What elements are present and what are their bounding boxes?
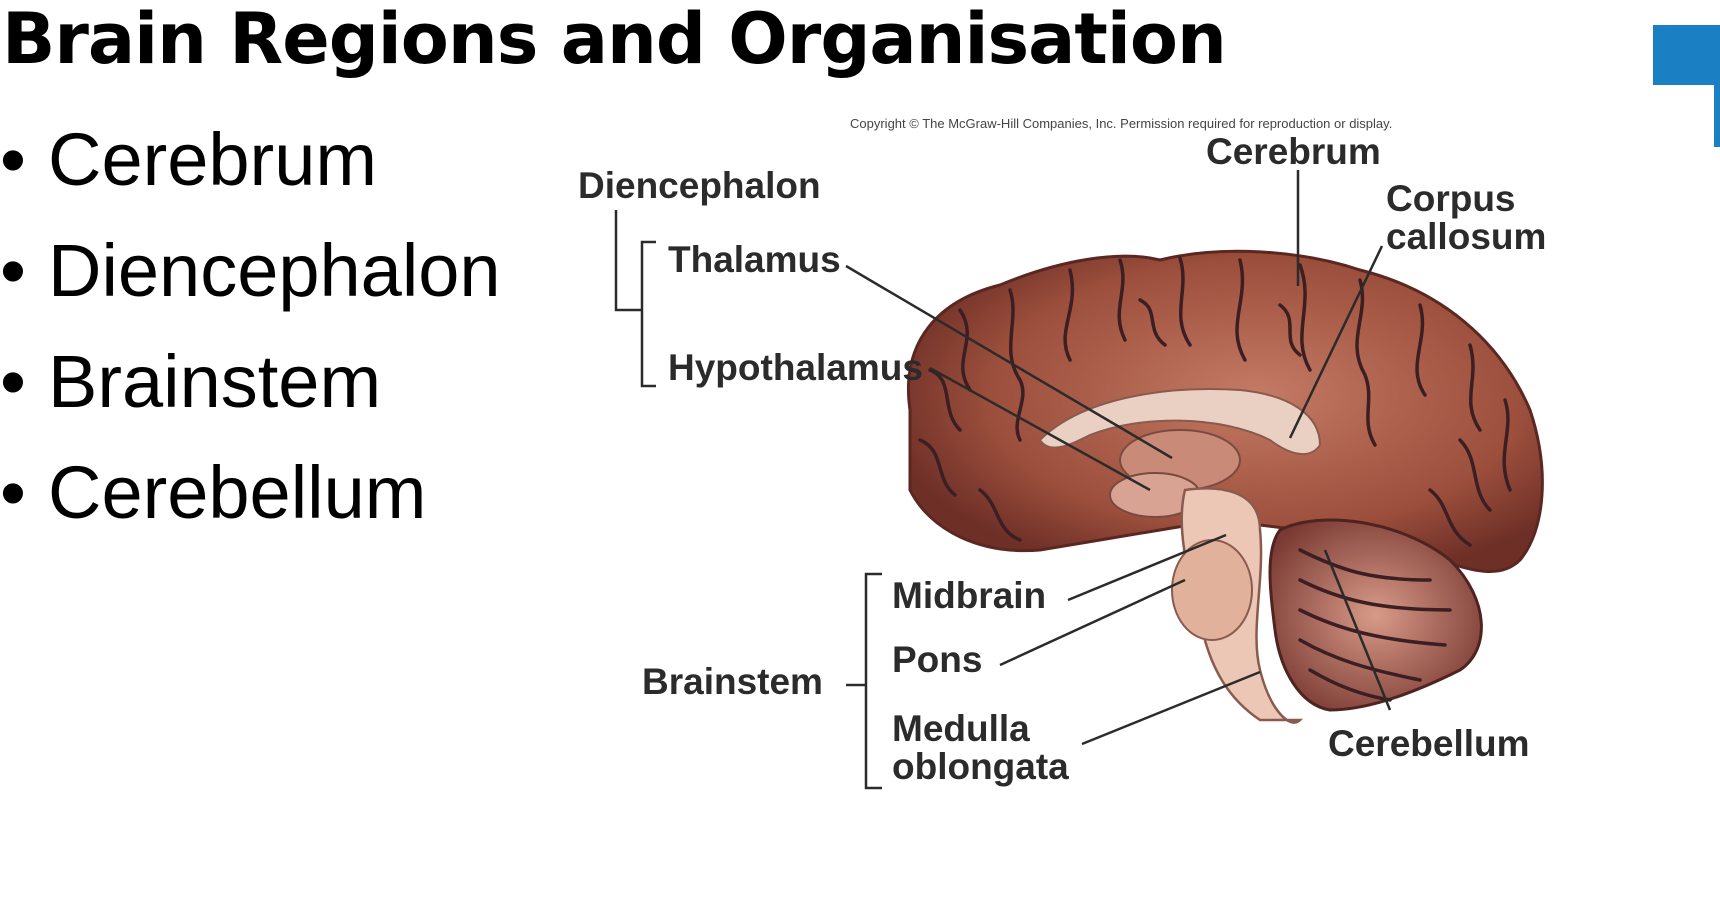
cerebellum-shape [1268,518,1483,712]
thalamus-leader [845,264,1173,460]
bullet-dot: • [0,340,26,423]
bullet-text: Cerebrum [48,118,377,201]
label-midbrain: Midbrain [892,575,1047,616]
accent-block [1653,25,1720,85]
corpus-callosum-shape [1038,388,1322,455]
label-brainstem: Brainstem [642,661,823,702]
brainstem-bracket [864,572,882,790]
slide-title: Brain Regions and Organisation [2,0,1227,80]
bullet-list: • Cerebrum • Diencephalon • Brainstem • Cere… [0,104,501,548]
bullet-item: • Brainstem [0,326,501,437]
accent-line [1714,85,1720,147]
brain-illustration [614,170,1544,790]
label-cerebellum: Cerebellum [1328,723,1530,764]
label-pons: Pons [892,639,983,680]
label-medulla-line1: Medulla [892,708,1030,749]
label-hypothalamus: Hypothalamus [668,347,923,388]
bullet-text: Cerebellum [48,451,427,534]
sulci-pattern [918,256,1512,547]
brain-figure: Copyright © The McGraw-Hill Companies, I… [578,110,1720,890]
bullet-dot: • [0,229,26,312]
label-diencephalon: Diencephalon [578,165,821,206]
bullet-item: • Cerebellum [0,437,501,548]
medulla-leader [1081,670,1261,746]
label-medulla-oblongata: Medulla oblongata [892,710,1069,786]
arbor-vitae-pattern [1298,548,1452,702]
bullet-item: • Cerebrum [0,104,501,215]
bullet-text: Brainstem [48,340,382,423]
bullet-dot: • [0,451,26,534]
label-medulla-line2: oblongata [892,746,1069,787]
label-thalamus: Thalamus [668,239,841,280]
label-corpus-callosum: Corpus callosum [1386,180,1546,256]
label-corpus-callosum-line1: Corpus [1386,178,1516,219]
midbrain-leader [1067,533,1227,602]
pons-leader [999,578,1186,667]
label-corpus-callosum-line2: callosum [1386,216,1547,257]
hypothalamus-leader [929,366,1151,492]
diencephalon-sub-bracket [640,240,656,388]
copyright-notice: Copyright © The McGraw-Hill Companies, I… [850,116,1393,131]
label-cerebrum: Cerebrum [1206,131,1381,172]
bullet-item: • Diencephalon [0,215,501,326]
corpus-callosum-leader [1288,245,1384,439]
diencephalon-bracket [614,210,642,312]
bullet-text: Diencephalon [48,229,501,312]
bullet-dot: • [0,118,26,201]
cerebellum-leader [1323,549,1392,711]
pons-shape [1171,539,1253,641]
